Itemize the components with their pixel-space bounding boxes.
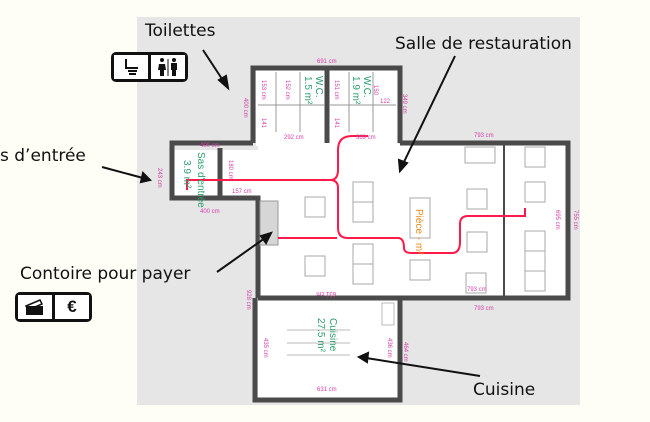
dim-label: 349 cm	[401, 94, 407, 114]
dim-label: 141	[333, 118, 339, 129]
dim-label: 793 cm	[474, 306, 494, 312]
dim-label: 153 cm	[260, 80, 266, 100]
evacuation-route	[186, 179, 526, 254]
walls	[169, 65, 571, 403]
euro-icon: €	[55, 295, 89, 319]
toilet-icon	[114, 55, 148, 79]
payment-icon-box: €	[15, 292, 92, 322]
dim-label: 292 cm	[284, 135, 304, 141]
man-woman-icon	[151, 55, 185, 79]
dim-label: 691 cm	[317, 59, 337, 65]
dim-label: 400 cm	[200, 143, 220, 149]
dim-label: 436 cm	[386, 338, 392, 358]
dining-callout: Salle de restauration	[395, 34, 572, 54]
wc2-name: W.C.	[361, 76, 372, 98]
route-to-wc	[329, 135, 368, 181]
dimensions: 691 cm 400 cm 349 cm 153 cm 152 cm 151 c…	[156, 59, 578, 393]
dim-label: 157 cm	[232, 189, 252, 195]
dim-label: 141	[260, 118, 266, 129]
dim-label: 435 cm	[262, 338, 268, 358]
dim-label: 755 cm	[572, 210, 578, 230]
sas-label: 3.9 m²	[181, 160, 192, 189]
kitchen-lines	[287, 302, 395, 356]
dim-label: 400 cm	[200, 209, 220, 215]
piece-label: Pièce - m²	[413, 209, 424, 255]
toilet-icon-box	[111, 52, 188, 82]
dim-label: 695 cm	[554, 210, 560, 230]
wc1-area: 1.5 m²	[302, 76, 313, 105]
dim-label: 369 cm	[356, 135, 376, 141]
dim-label: 793 cm	[474, 133, 494, 139]
wc2-area: 1.9 m²	[350, 76, 361, 105]
dim-label: 151 cm	[333, 80, 339, 100]
callout-arrows	[101, 49, 481, 377]
tables	[304, 146, 546, 294]
dim-label: 928 cm	[245, 290, 251, 310]
cuisine-name: Cuisine	[327, 318, 338, 352]
wc1-name: W.C.	[313, 76, 324, 98]
dim-label: 150	[372, 85, 378, 96]
entrance-callout: s d’entrée	[0, 146, 86, 166]
counter-callout: Contoire pour payer	[20, 264, 191, 284]
kitchen-callout: Cuisine	[473, 380, 536, 400]
dim-label: 793 cm	[467, 287, 487, 293]
sas-name: Sas d'entrée	[195, 152, 206, 208]
dim-label: 400 cm	[242, 98, 248, 118]
dim-label: 122	[380, 99, 391, 105]
dim-label: 243 cm	[156, 168, 162, 188]
dim-label: 631 cm	[317, 387, 337, 393]
cuisine-area: 27.5 m²	[315, 318, 326, 353]
wc-stalls	[258, 72, 396, 132]
dim-label: 152 cm	[284, 80, 290, 100]
dim-label: 464 cm	[402, 342, 408, 362]
dim-label: 631 cm	[316, 290, 336, 296]
toilets-callout: Toilettes	[145, 21, 216, 41]
payment-card-icon	[18, 295, 52, 319]
dim-label: 180 cm	[227, 160, 233, 180]
